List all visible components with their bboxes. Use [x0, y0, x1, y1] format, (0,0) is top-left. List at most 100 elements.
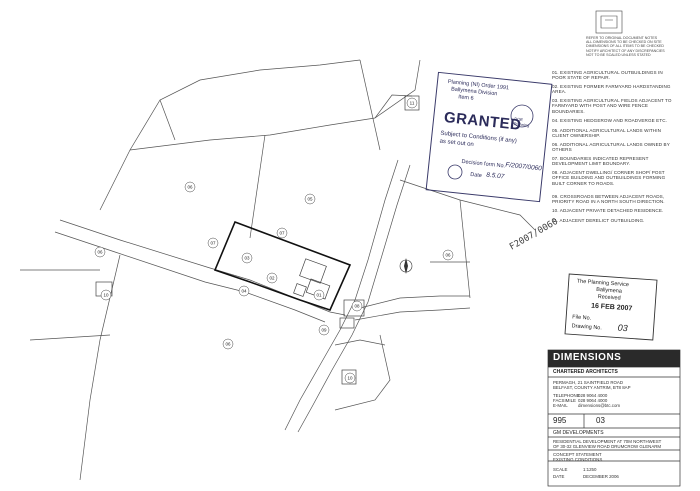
- site-boundary: [213, 220, 352, 311]
- stamp-line: Item 6: [457, 94, 474, 102]
- note: NOTIFY ARCHITECT OF ANY DISCREPANCIES: [586, 48, 665, 53]
- scale-value: 1:1250: [583, 467, 597, 472]
- fax-label: FACSIMILE: [553, 398, 576, 403]
- map-label-08: 08: [354, 304, 360, 309]
- map-label-11: 11: [410, 101, 415, 106]
- map-label-07: 07: [279, 231, 285, 236]
- legend-item: 04. EXISTING HEDGEROW AND ROADVERGE ETC.: [552, 118, 668, 123]
- road-edge: [59, 219, 346, 316]
- map-label-06: 06: [445, 253, 451, 258]
- tel-label: TELEPHONE: [553, 393, 580, 398]
- address-line: BELFAST, COUNTY ANTRIM, BT8 8AP: [553, 385, 631, 390]
- field-boundary: [374, 94, 413, 119]
- received-line: File No.: [572, 314, 592, 322]
- received-line: Drawing No.: [571, 323, 603, 332]
- derelict-outbuilding: [404, 95, 420, 111]
- client-name: GM DEVELOPMENTS: [553, 430, 604, 436]
- map-label-10: 10: [103, 293, 109, 298]
- road-edge: [297, 164, 411, 433]
- granted-stamp-frame: [425, 71, 553, 203]
- scale-label: SCALE: [553, 467, 568, 472]
- legend-item: 06. ADDITIONAL AGRICULTURAL LANDS OWNED …: [552, 142, 670, 153]
- legend-item: 11. ADJACENT DERELICT OUTBUILDING.: [552, 218, 645, 223]
- map-label-10: 10: [347, 376, 353, 381]
- map-label-06: 06: [225, 342, 231, 347]
- email-value: dimensions@btc.com: [578, 403, 621, 408]
- road-edge: [54, 231, 326, 323]
- legend-item: 05. ADDITIONAL AGRICULTURAL LANDS WITHIN…: [552, 128, 661, 139]
- stamp-line: Date: [469, 171, 483, 180]
- field-boundary: [334, 334, 391, 411]
- drawing-number: 03: [596, 416, 605, 425]
- field-boundary: [99, 59, 361, 211]
- note: ALL DIMENSIONS TO BE CHECKED ON SITE: [586, 40, 662, 45]
- received-line: Received: [597, 294, 621, 302]
- date-label: DATE: [553, 474, 565, 479]
- legend-item: 10. ADJACENT PRIVATE DETACHED RESIDENCE.: [552, 208, 664, 213]
- field-boundary: [359, 59, 381, 151]
- drawing-title: CONCEPT STATEMENT: [553, 452, 602, 457]
- granted-stamp: Planning (NI) Order 1991 Ballymena Divis…: [430, 78, 553, 201]
- note: DIMENSIONS OF ALL ITEMS TO BE CHECKED: [586, 44, 665, 49]
- seal-text: DOE Planning: [513, 116, 530, 128]
- legend-item: 03. EXISTING AGRICULTURAL FIELDS ADJACEN…: [552, 98, 672, 114]
- job-number: 995: [553, 416, 567, 425]
- legend-item: 07. BOUNDARIES INDICATED REPRESENT DEVEL…: [552, 156, 649, 167]
- north-arrow-icon: [399, 258, 413, 274]
- adjacent-dwelling: [343, 299, 365, 317]
- field-boundary: [459, 199, 471, 299]
- tel-value: 028 9064 4000: [578, 393, 608, 398]
- map-label-01: 01: [316, 293, 322, 298]
- email-label: E-MAIL: [553, 403, 568, 408]
- legend-item: 09. CROSSROADS BETWEEN ADJACENT ROADS, P…: [552, 194, 665, 205]
- map-label-09: 09: [321, 328, 327, 333]
- field-boundary: [374, 59, 421, 119]
- decision-number: F/2007/0060: [505, 161, 543, 173]
- date-value: DECEMBER 2006: [583, 474, 619, 479]
- legend-item: 01. EXISTING AGRICULTURAL OUTBUILDINGS I…: [552, 70, 663, 81]
- received-date: 16 FEB 2007: [590, 302, 633, 313]
- residence-10b: [341, 369, 357, 385]
- received-stamp: The Planning Service Ballymena Received …: [565, 276, 657, 340]
- field-boundary: [129, 117, 376, 151]
- map-label-06: 06: [187, 185, 193, 190]
- note: REFER TO ORIGINAL DOCUMENT NOTES: [586, 36, 658, 40]
- planning-seal-icon: [510, 104, 534, 128]
- stamp-line: as set out on: [439, 138, 475, 149]
- legend-item: 02. EXISTING FORMER FARMYARD HARDSTANDIN…: [552, 84, 671, 95]
- architect-logo-icon: [595, 10, 623, 34]
- drawing-title: EXISTING CONDITIONS: [553, 457, 603, 462]
- outbuilding: [293, 283, 307, 297]
- granted-label: GRANTED: [443, 108, 523, 134]
- project-line: OF 30-32 GLENVIEW ROAD DRUMCROW GLENARM: [553, 444, 662, 449]
- map-label-04: 04: [241, 289, 247, 294]
- map-label-03: 03: [244, 256, 250, 261]
- firm-name: DIMENSIONS: [553, 352, 622, 363]
- map-label-06: 06: [97, 250, 103, 255]
- map-label-07: 07: [210, 241, 216, 246]
- received-drawing-no: 03: [617, 322, 628, 334]
- note: NOT TO BE SCALED UNLESS STATED: [586, 52, 651, 57]
- field-boundary: [79, 254, 121, 481]
- road-edge: [284, 159, 399, 431]
- adjacent-dwelling: [339, 317, 355, 329]
- firm-subtitle: CHARTERED ARCHITECTS: [553, 369, 618, 375]
- address-line: PERMAGH, 21 SAINTFIELD ROAD: [553, 380, 624, 385]
- field-boundary: [29, 334, 111, 341]
- planning-seal-icon: [447, 164, 463, 180]
- map-label-02: 02: [269, 276, 275, 281]
- received-stamp-frame: [564, 273, 658, 341]
- field-boundary: [334, 339, 386, 346]
- decision-date: 8.5.07: [485, 171, 505, 181]
- project-line: RESIDENTIAL DEVELOPMENT AT 70M NORTHWEST: [553, 439, 662, 444]
- header-notes: REFER TO ORIGINAL DOCUMENT NOTES ALL DIM…: [586, 36, 678, 57]
- fax-value: 028 9064 4000: [578, 398, 608, 403]
- road-edge: [354, 307, 471, 321]
- field-boundary: [249, 134, 266, 239]
- field-boundary: [159, 99, 176, 141]
- legend-item: 08. ADJACENT DWELLING/ CORNER SHOP/ POST…: [552, 170, 666, 186]
- road-edge: [359, 295, 470, 309]
- stamp-line: Decision form No.: [461, 158, 506, 170]
- outbuilding: [299, 258, 327, 284]
